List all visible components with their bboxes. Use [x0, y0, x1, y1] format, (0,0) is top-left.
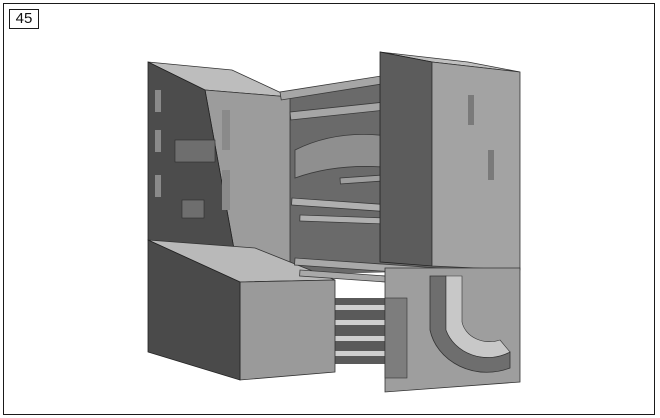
left-upper-block	[147, 61, 291, 283]
right-lower-block	[384, 267, 521, 393]
figure-number-label: 45	[9, 9, 39, 29]
right-upper-block	[379, 51, 521, 271]
left-lower-block	[147, 239, 336, 381]
